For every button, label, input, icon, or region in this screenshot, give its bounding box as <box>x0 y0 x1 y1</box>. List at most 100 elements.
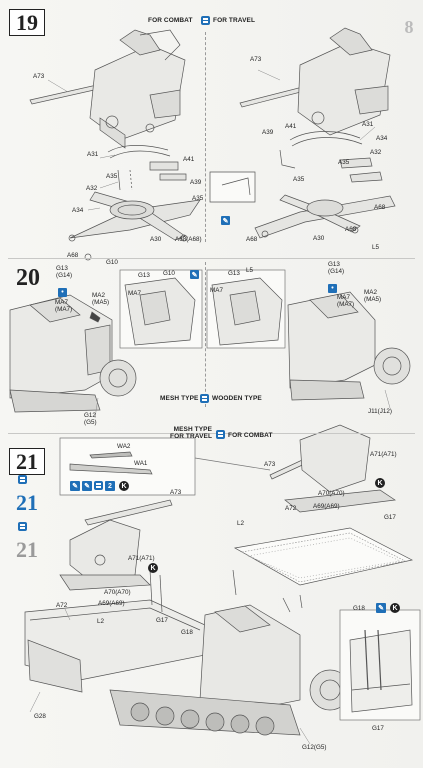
section-separator <box>8 433 415 434</box>
header-for-combat: FOR COMBAT <box>148 17 193 24</box>
part-label: A73 <box>264 461 276 468</box>
part-label: A68 <box>67 252 79 259</box>
part-label: A34 <box>72 207 84 214</box>
part-label: A70(A70) <box>104 589 131 596</box>
step-number-20: 20 <box>16 265 40 291</box>
flak-on-cargo-bed-left-illustration <box>24 499 351 736</box>
quantity-badge: 2 <box>105 481 115 491</box>
part-label: A34 <box>376 135 388 142</box>
part-label: WA2 <box>117 443 131 450</box>
part-label: A69(A69) <box>313 503 340 510</box>
step-number-21: 21 <box>9 448 45 475</box>
header-for-travel: FOR TRAVEL <box>213 17 256 24</box>
header-mesh-type: MESH TYPE <box>160 395 199 402</box>
part-label: J11(J12) <box>368 408 393 415</box>
step-number-21-mesh: 21 <box>16 490 38 515</box>
part-label: G10 <box>163 270 175 277</box>
page-number: 8 <box>404 16 414 37</box>
k-marker-icon: K <box>390 603 400 613</box>
part-label: A35 <box>106 173 118 180</box>
swap-icon <box>94 481 103 490</box>
cement-icon: ✎ <box>190 270 199 279</box>
part-label: A68(A68) <box>175 236 202 243</box>
part-label: A31 <box>362 121 374 128</box>
part-label: G13 <box>138 272 150 279</box>
part-label: MA2 (MA5) <box>92 292 110 306</box>
header-mesh-type-for-travel: MESH TYPE FOR TRAVEL <box>170 426 213 440</box>
flak-gun-travel-illustration <box>209 27 396 239</box>
header-for-combat-2: FOR COMBAT <box>228 432 273 439</box>
part-label: A73 <box>250 56 262 63</box>
part-label: A30 <box>150 236 162 243</box>
halftrack-rear-right-illustration <box>206 269 411 401</box>
part-label: G18 <box>353 605 365 612</box>
part-label: A31 <box>87 151 99 158</box>
part-label: MA7 <box>128 290 141 297</box>
part-label: G28 <box>34 713 46 720</box>
step-number-21-wooden: 21 <box>16 537 38 562</box>
part-label: A35 <box>192 195 204 202</box>
part-label: A41 <box>183 156 195 163</box>
part-label: L5 <box>246 267 254 274</box>
part-label: A70(A70) <box>318 490 345 497</box>
part-label: L5 <box>372 244 380 251</box>
swap-icon <box>216 430 225 439</box>
flak-gun-combat-illustration <box>29 29 201 261</box>
k-marker-icon: K <box>375 478 385 488</box>
rifle-callout-illustration <box>59 437 271 496</box>
combat-travel-divider <box>205 32 206 242</box>
glue-icon: ✎ <box>70 481 80 491</box>
part-label: WA1 <box>134 460 148 467</box>
part-label: G17 <box>156 617 168 624</box>
part-label: A72 <box>285 505 297 512</box>
part-label: A35 <box>338 159 350 166</box>
part-label: G12 (G5) <box>84 412 97 426</box>
part-label: A73 <box>170 489 182 496</box>
k-marker-icon: K <box>119 481 129 491</box>
part-label: MA7 (MA7) <box>55 299 73 313</box>
part-label: L2 <box>237 520 245 527</box>
part-label: A73 <box>33 73 45 80</box>
glue-icon: • <box>58 288 67 297</box>
part-label: G10 <box>106 259 118 266</box>
part-label: A35 <box>293 176 305 183</box>
k-marker-icon: K <box>148 563 158 573</box>
part-label: MA2 (MA5) <box>364 289 382 303</box>
part-label: G13 <box>228 270 240 277</box>
glue-icon: ✎ <box>376 603 386 613</box>
swap-icon <box>18 475 27 484</box>
part-label: A68 <box>345 226 357 233</box>
cement-icon: ✎ <box>221 216 230 225</box>
part-label: A68 <box>246 236 258 243</box>
swap-icon <box>18 522 27 531</box>
part-label: MA7 <box>210 287 223 294</box>
part-label: A32 <box>370 149 382 156</box>
part-label: A39 <box>262 129 274 136</box>
part-label: A69(A69) <box>98 600 125 607</box>
step-number-19: 19 <box>9 9 45 36</box>
cement-icon: ✎ <box>82 481 92 491</box>
part-label: MA7 (MA7) <box>337 294 355 308</box>
part-label: A71(A71) <box>370 451 397 458</box>
part-label: A30 <box>313 235 325 242</box>
part-label: A41 <box>285 123 297 130</box>
part-label: G17 <box>384 514 396 521</box>
header-wooden-type: WOODEN TYPE <box>212 395 262 402</box>
part-label: G13 (G14) <box>328 261 345 275</box>
section-separator <box>8 258 415 259</box>
swap-icon <box>200 394 209 403</box>
part-label: G17 <box>372 725 384 732</box>
part-label: A72 <box>56 602 68 609</box>
part-label: G13 (G14) <box>56 265 73 279</box>
part-label: A68 <box>374 204 386 211</box>
part-label: A32 <box>86 185 98 192</box>
part-label: L2 <box>97 618 105 625</box>
swap-icon <box>201 16 210 25</box>
mesh-wooden-divider <box>205 262 206 407</box>
part-label: A39 <box>190 179 202 186</box>
part-label: A71(A71) <box>128 555 155 562</box>
part-label: G18 <box>181 629 193 636</box>
part-label: G12(G5) <box>302 744 327 751</box>
